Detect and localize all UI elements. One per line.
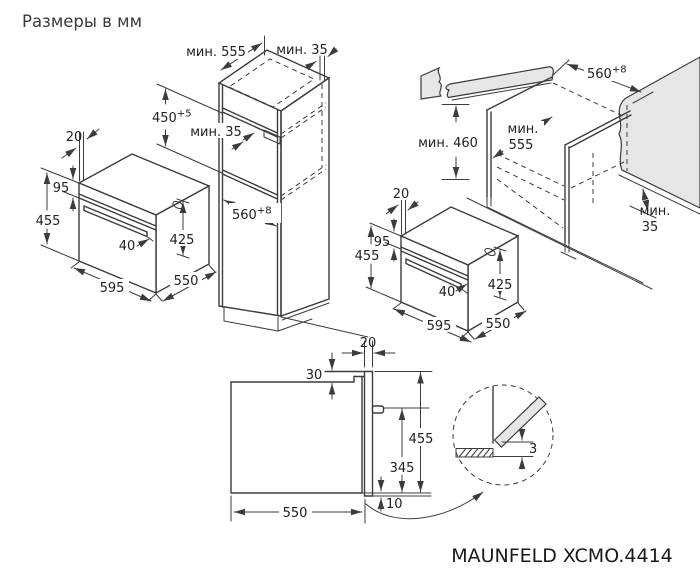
hatched-edge — [455, 448, 494, 458]
dim-cabinet-vent-gap: мин. 35 — [190, 125, 242, 140]
model-name: MAUNFELD XCMO.4414 — [451, 545, 673, 567]
dim-detail-gap: 3 — [529, 442, 537, 457]
dim-right-panel-thickness: 20 — [393, 187, 410, 202]
tall-cabinet-dimensions: мин. 555 мин. 35 450+5 мин. 35 560+8 — [148, 35, 339, 227]
dim-right-door-height: 425 — [488, 278, 513, 293]
dim-right-handle-depth: 40 — [439, 285, 456, 300]
side-view: 20 30 455 345 10 550 — [230, 336, 484, 524]
dim-left-panel-thickness: 20 — [66, 130, 83, 145]
dim-cabinet-niche-width: 560+8 — [232, 206, 272, 224]
dim-side-bottom-offset: 10 — [386, 497, 403, 512]
tall-cabinet — [217, 49, 369, 338]
dim-right-width: 595 — [427, 319, 452, 334]
oven-door-handle — [83, 205, 154, 242]
dim-side-door-thickness: 20 — [360, 336, 377, 351]
dim-left-depth: 550 — [174, 274, 199, 289]
door-edge-detail: 3 — [452, 384, 554, 486]
page-title: Размеры в мм — [22, 12, 142, 31]
hidden-edges — [496, 82, 628, 229]
right-oven-dimensions: 20 95 455 425 40 595 550 — [353, 186, 527, 343]
dim-left-door-height: 425 — [170, 233, 195, 248]
cabinet-plinth — [218, 302, 369, 338]
dim-side-handle-height: 345 — [390, 461, 415, 476]
dim-base-rear-gap-value: 35 — [642, 220, 659, 235]
cabinet-hidden-edges — [280, 84, 327, 201]
dim-cabinet-top-gap: мин. 35 — [276, 43, 328, 58]
dim-base-niche-width: 560+8 — [587, 65, 627, 83]
dim-base-depth-value: 555 — [509, 138, 534, 153]
base-cabinet-structure — [420, 56, 700, 290]
vent-slot — [263, 129, 281, 145]
left-oven-dimensions: 20 95 455 425 40 595 550 — [34, 128, 217, 302]
oven-front-face — [78, 181, 157, 295]
worktop — [445, 66, 554, 98]
open-door-bar — [493, 396, 547, 448]
dim-left-height: 455 — [36, 214, 61, 229]
base-cabinet-dimensions: 560+8 мин. 460 мин. 555 мин. 35 — [416, 59, 671, 235]
dim-right-height: 455 — [355, 249, 380, 264]
dim-base-rear-gap-word: мин. — [640, 204, 671, 219]
door-handle — [371, 405, 385, 414]
niche-left-panel — [486, 76, 553, 207]
dim-base-depth-word: мин. — [508, 122, 539, 137]
niche-right-panel — [560, 110, 632, 260]
dim-side-top-clearance: 30 — [306, 368, 323, 383]
dim-base-niche-height: мин. 460 — [418, 136, 478, 151]
dim-right-depth: 550 — [486, 317, 511, 332]
dim-left-frame-height: 95 — [53, 181, 70, 196]
left-oven — [77, 153, 211, 295]
detail-pointer-arc — [365, 491, 484, 520]
detail-circle — [452, 384, 554, 486]
dim-side-depth: 550 — [283, 506, 308, 521]
dim-cabinet-niche-height: 450+5 — [152, 109, 192, 127]
side-grip-cutout — [484, 247, 496, 257]
dim-cabinet-depth: мин. 555 — [186, 45, 246, 60]
dim-left-handle-depth: 40 — [119, 239, 136, 254]
dim-left-width: 595 — [100, 281, 125, 296]
dim-side-height: 455 — [409, 432, 434, 447]
worktop-stub — [420, 66, 443, 100]
